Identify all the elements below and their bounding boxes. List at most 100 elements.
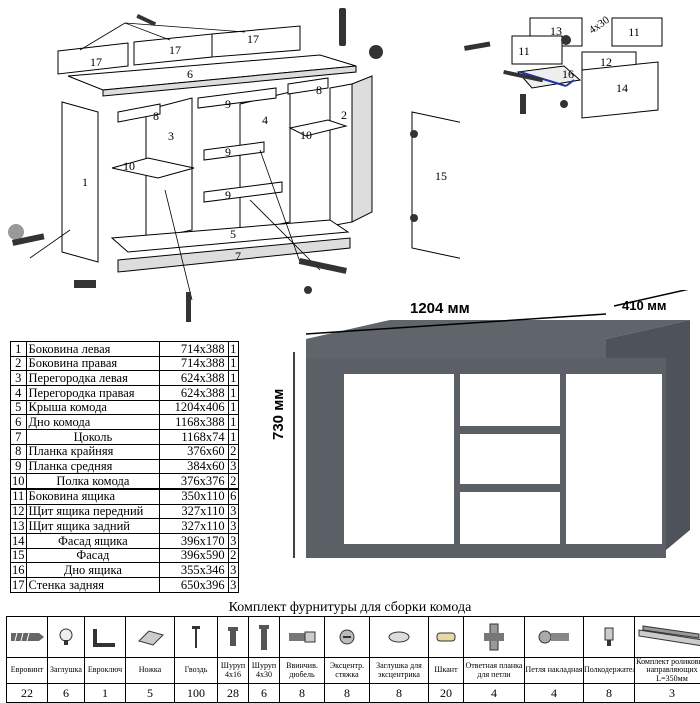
svg-text:1: 1 xyxy=(82,175,88,189)
svg-text:15: 15 xyxy=(435,169,447,183)
fitting-label: Гвоздь xyxy=(175,658,218,684)
parts-cell-n: 3 xyxy=(11,371,27,386)
svg-text:14: 14 xyxy=(616,81,628,95)
dowel-icon xyxy=(429,617,464,658)
parts-cell-name: Перегородка левая xyxy=(26,371,160,386)
parts-cell-n: 16 xyxy=(11,563,27,578)
parts-cell-n: 2 xyxy=(11,356,27,371)
svg-text:3: 3 xyxy=(168,129,174,143)
parts-cell-qty: 2 xyxy=(228,548,238,563)
cabinet-illustration xyxy=(280,290,700,600)
fitting-label: Полкодержатель xyxy=(584,658,635,684)
parts-cell-qty: 6 xyxy=(228,489,238,504)
fitting-label: Комплект роликовых направляющих L=350мм xyxy=(635,658,700,684)
parts-cell-size: 396x170 xyxy=(160,533,228,548)
fitting-label: Шкант xyxy=(429,658,464,684)
width-dimension: 1204 мм xyxy=(410,300,470,317)
leg-icon xyxy=(126,617,175,658)
parts-cell-name: Щит ящика задний xyxy=(26,519,160,534)
parts-cell-name: Боковина правая xyxy=(26,356,160,371)
parts-cell-qty: 3 xyxy=(228,504,238,519)
euroscrew-icon xyxy=(7,617,48,658)
svg-text:10: 10 xyxy=(300,128,312,142)
parts-cell-qty: 1 xyxy=(228,371,238,386)
parts-cell-name: Перегородка правая xyxy=(26,386,160,401)
parts-cell-qty: 3 xyxy=(228,578,238,593)
parts-cell-size: 624x388 xyxy=(160,371,228,386)
drawer-angle-label: 4x30 xyxy=(587,14,612,37)
cam-lock-icon xyxy=(325,617,370,658)
fittings-title: Комплект фурнитуры для сборки комода xyxy=(0,600,700,616)
parts-cell-size: 714x388 xyxy=(160,356,228,371)
height-dimension: 730 мм xyxy=(270,389,287,440)
parts-cell-qty: 3 xyxy=(228,533,238,548)
fitting-label: Эксцентр. стяжка xyxy=(325,658,370,684)
parts-cell-name: Планка средняя xyxy=(26,459,160,474)
svg-text:17: 17 xyxy=(169,43,181,57)
fitting-label: Евровинт xyxy=(7,658,48,684)
parts-cell-size: 327x110 xyxy=(160,504,228,519)
fitting-label: Евроключ xyxy=(85,658,126,684)
parts-cell-n: 17 xyxy=(11,578,27,593)
parts-cell-name: Стенка задняя xyxy=(26,578,160,593)
svg-text:2: 2 xyxy=(341,108,347,122)
hinge-plate-icon xyxy=(464,617,525,658)
shelf-pin-icon xyxy=(584,617,635,658)
parts-cell-qty: 1 xyxy=(228,400,238,415)
cap-icon xyxy=(48,617,85,658)
parts-cell-name: Полка комода xyxy=(26,474,160,489)
svg-text:8: 8 xyxy=(316,83,322,97)
drawer-diagram: 13 11 11 12 14 16 4x30 xyxy=(462,0,700,125)
parts-cell-size: 396x590 xyxy=(160,548,228,563)
parts-cell-name: Дно комода xyxy=(26,415,160,430)
parts-cell-size: 624x388 xyxy=(160,386,228,401)
parts-cell-size: 384x60 xyxy=(160,459,228,474)
hex-key-icon xyxy=(85,617,126,658)
svg-text:7: 7 xyxy=(235,249,241,263)
parts-cell-name: Боковина левая xyxy=(26,342,160,357)
fitting-label: Шуруп 4х30 xyxy=(249,658,280,684)
svg-text:17: 17 xyxy=(90,55,102,69)
nail-icon xyxy=(175,617,218,658)
parts-cell-n: 6 xyxy=(11,415,27,430)
hinge-icon xyxy=(525,617,584,658)
parts-cell-n: 4 xyxy=(11,386,27,401)
parts-cell-qty: 3 xyxy=(228,459,238,474)
parts-cell-size: 1204x406 xyxy=(160,400,228,415)
fitting-label: Заглушка для эксцентрика xyxy=(370,658,429,684)
svg-text:6: 6 xyxy=(187,67,193,81)
parts-cell-n: 10 xyxy=(11,474,27,489)
parts-cell-name: Крыша комода xyxy=(26,400,160,415)
parts-cell-qty: 1 xyxy=(228,415,238,430)
parts-cell-qty: 3 xyxy=(228,563,238,578)
parts-cell-n: 1 xyxy=(11,342,27,357)
parts-cell-name: Фасад ящика xyxy=(26,533,160,548)
parts-cell-name: Боковина ящика xyxy=(26,489,160,504)
parts-cell-qty: 1 xyxy=(228,430,238,445)
parts-cell-n: 5 xyxy=(11,400,27,415)
parts-cell-size: 355x346 xyxy=(160,563,228,578)
screw-4x30-icon xyxy=(249,617,280,658)
parts-cell-size: 1168x74 xyxy=(160,430,228,445)
svg-text:13: 13 xyxy=(550,24,562,38)
parts-cell-size: 327x110 xyxy=(160,519,228,534)
depth-dimension: 410 мм xyxy=(622,298,667,313)
svg-text:5: 5 xyxy=(230,227,236,241)
parts-cell-size: 376x376 xyxy=(160,474,228,489)
fitting-label: Петля накладная xyxy=(525,658,584,684)
parts-cell-qty: 1 xyxy=(228,342,238,357)
svg-text:9: 9 xyxy=(225,188,231,202)
parts-cell-n: 14 xyxy=(11,533,27,548)
parts-cell-size: 350x110 xyxy=(160,489,228,504)
parts-cell-n: 7 xyxy=(11,430,27,445)
